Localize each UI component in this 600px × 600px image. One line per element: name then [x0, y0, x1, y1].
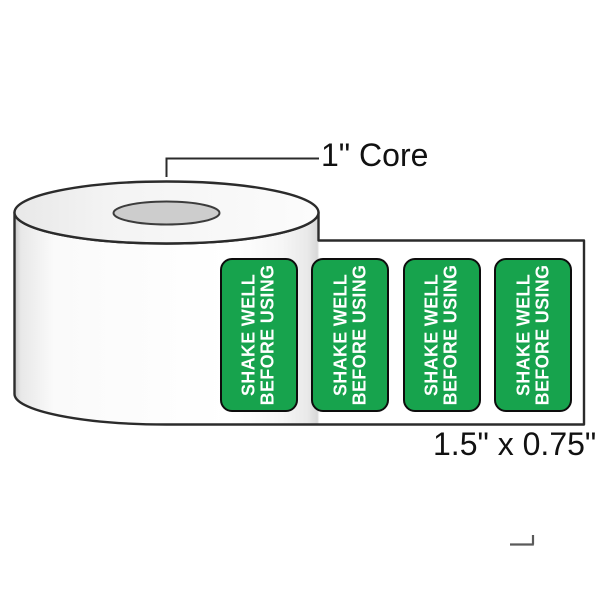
shake-well-label-text: SHAKE WELL BEFORE USING [330, 264, 369, 405]
shake-well-label-text: SHAKE WELL BEFORE USING [238, 264, 278, 405]
corner-tick-icon [510, 535, 535, 546]
label-line-1: SHAKE WELL [513, 273, 533, 396]
label-line-2: BEFORE USING [532, 264, 552, 405]
core-size-annotation: 1" Core [321, 137, 429, 173]
label-line-1: SHAKE WELL [421, 273, 442, 396]
label-line-2: BEFORE USING [440, 264, 461, 405]
label-line-1: SHAKE WELL [330, 273, 350, 396]
label-line-2: BEFORE USING [349, 264, 369, 405]
shake-well-label: SHAKE WELL BEFORE USING [311, 257, 389, 412]
core-leader-line [165, 157, 319, 177]
shake-well-label: SHAKE WELL BEFORE USING [219, 257, 298, 412]
shake-well-label-text: SHAKE WELL BEFORE USING [421, 264, 461, 405]
shake-well-label: SHAKE WELL BEFORE USING [402, 257, 481, 412]
label-dimensions-annotation: 1.5" x 0.75" [433, 426, 597, 462]
label-line-1: SHAKE WELL [238, 273, 259, 396]
label-line-2: BEFORE USING [257, 264, 278, 405]
shake-well-label-text: SHAKE WELL BEFORE USING [513, 264, 552, 405]
roll-core-hole [112, 200, 221, 226]
shake-well-label: SHAKE WELL BEFORE USING [494, 257, 572, 412]
